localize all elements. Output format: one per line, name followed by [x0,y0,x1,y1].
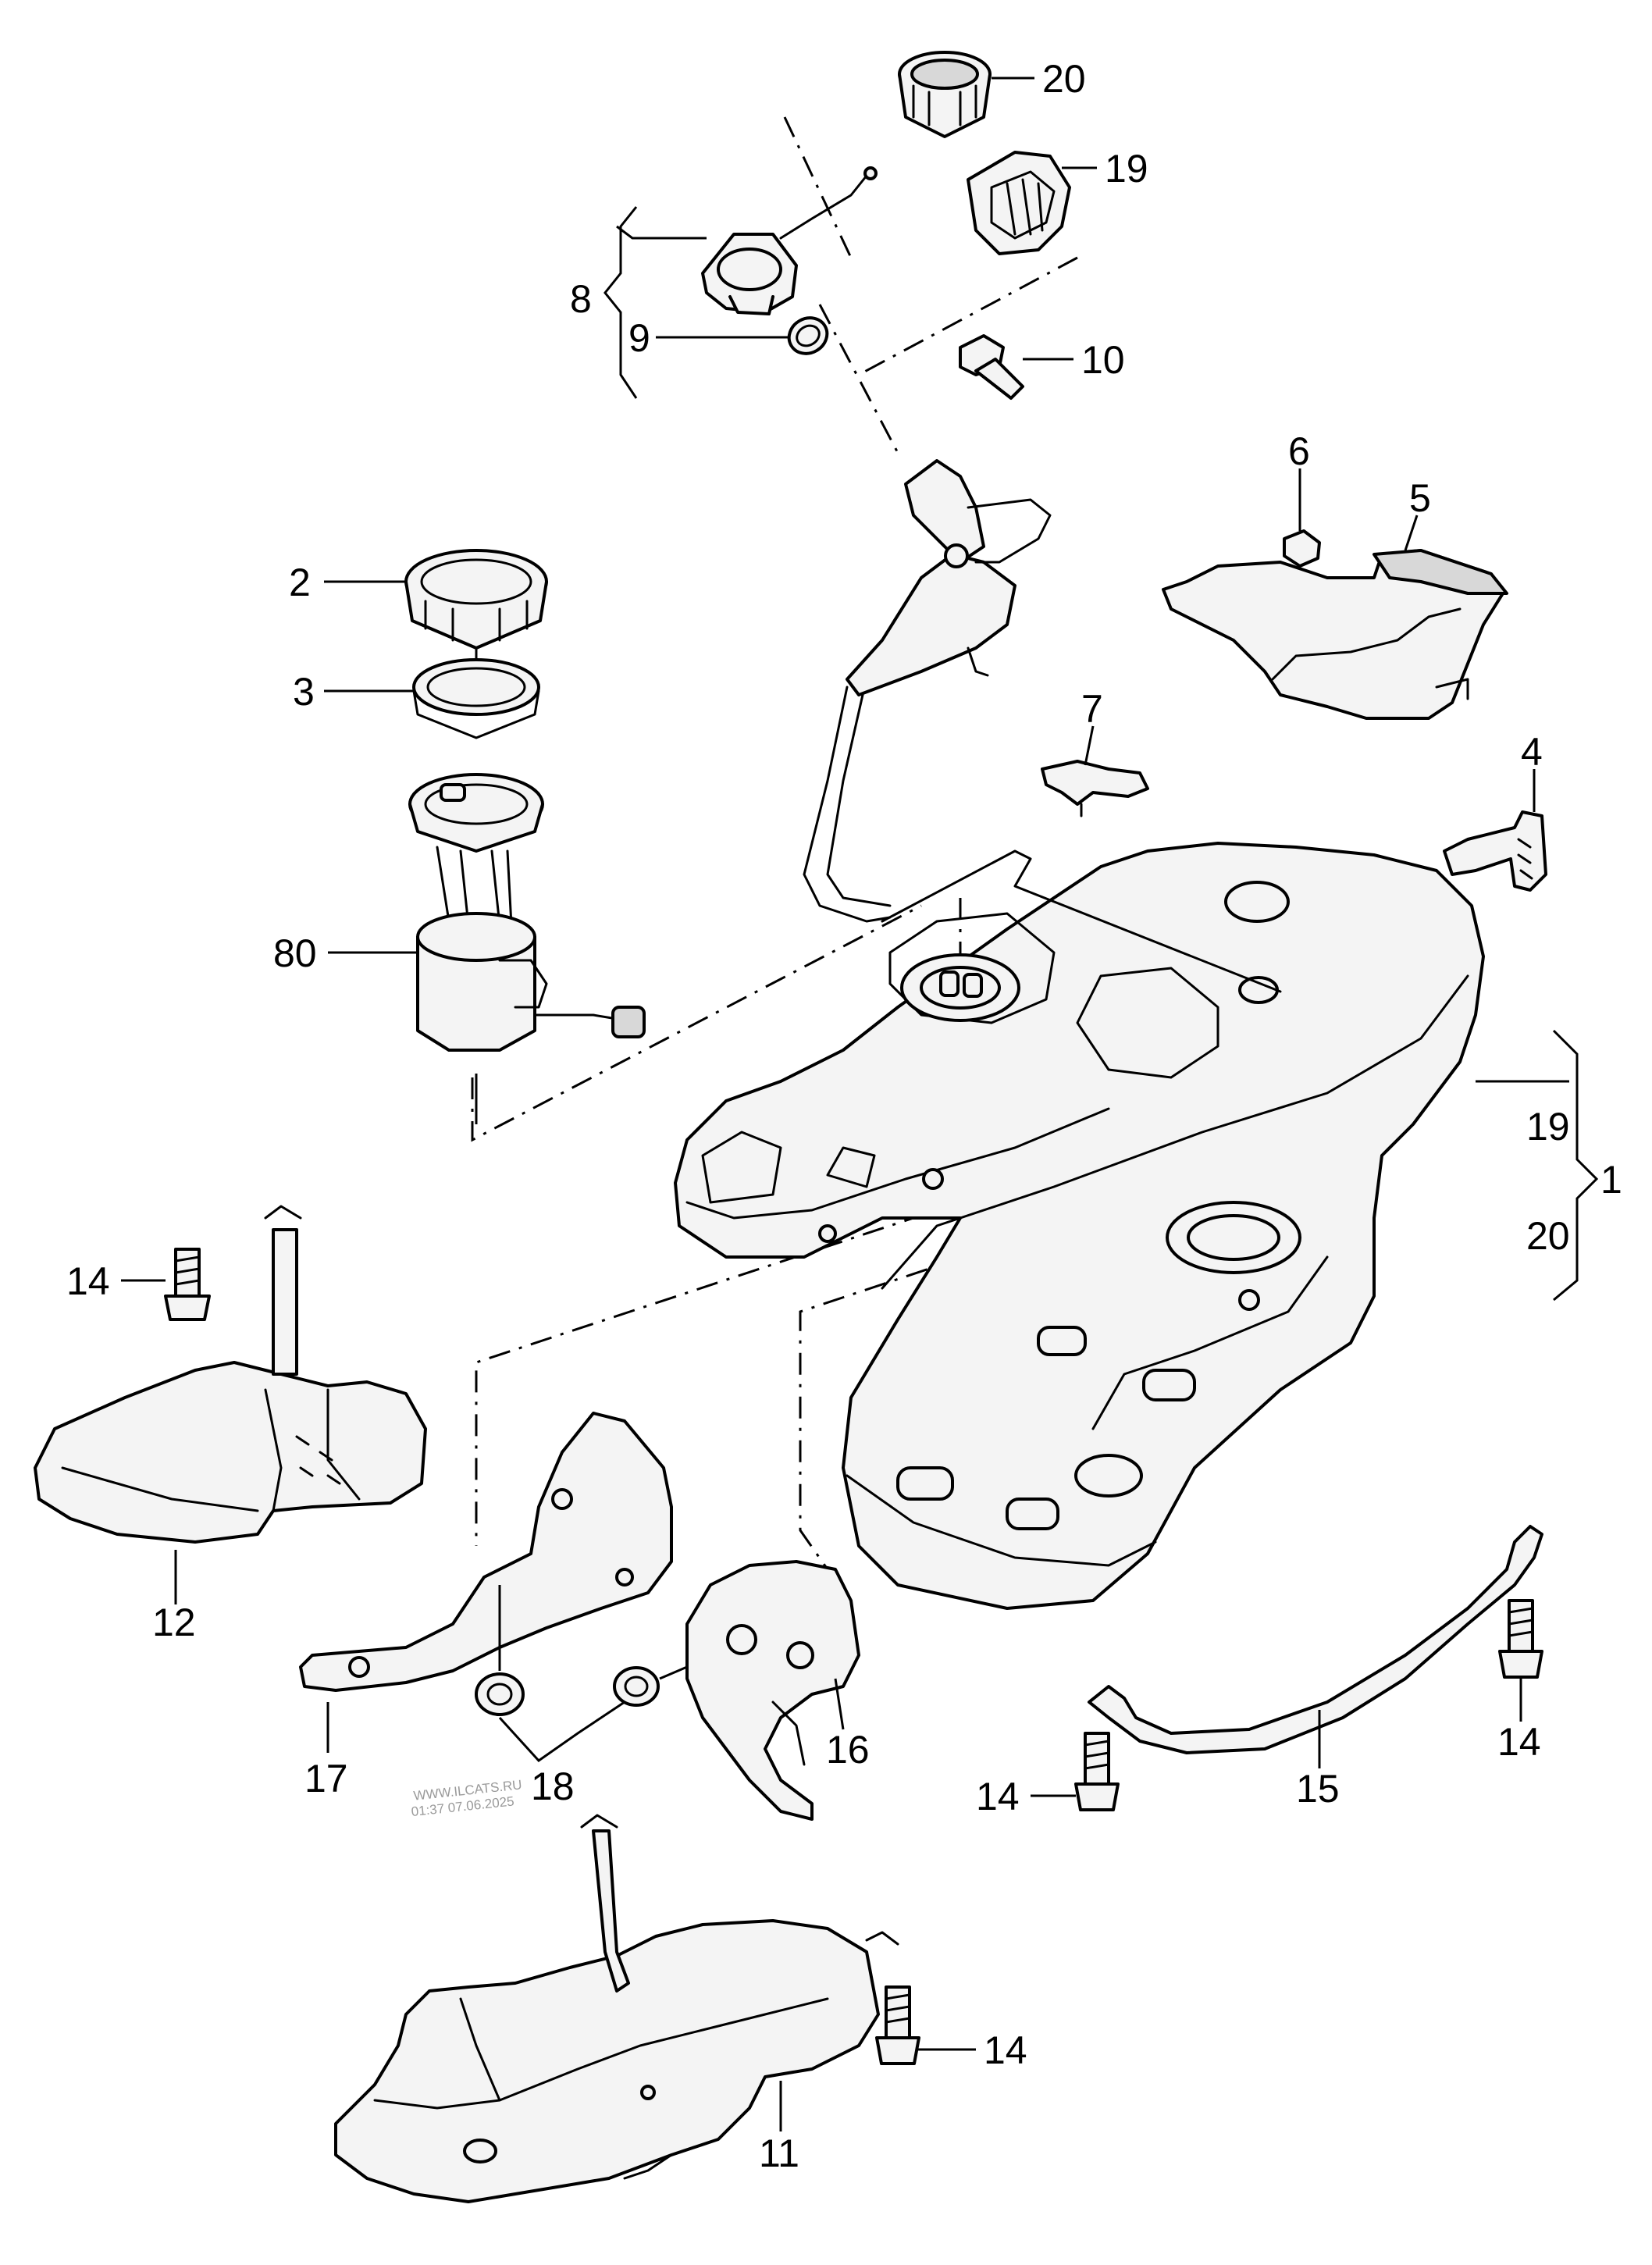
callout-16: 16 [826,1728,870,1772]
callout-19-top: 19 [1105,147,1148,191]
part-16-shield [685,1560,860,1821]
callout-14-bottom: 14 [984,2028,1027,2072]
fuel-tank [674,842,1485,1610]
watermark: WWW.ILCATS.RU 01:37 07.06.2025 [411,1777,523,1819]
leader-lines [121,77,1569,2131]
part-19-filler-cap [967,151,1071,255]
callout-11: 11 [759,2131,799,2175]
bracket-8 [603,206,638,399]
part-6-nut [1283,529,1321,568]
callout-17: 17 [304,1757,348,1800]
bracket-1 [1552,1029,1599,1302]
callout-14-right: 14 [1497,1720,1541,1764]
part-14-bolts [164,1248,1543,2065]
callout-2: 2 [289,561,311,604]
callout-10: 10 [1081,338,1125,382]
callout-4: 4 [1521,730,1543,774]
part-4-breather-pipe [1443,810,1547,892]
callout-9: 9 [628,316,650,360]
part-80-fuel-pump [408,773,646,1124]
callout-14-mid: 14 [976,1775,1020,1818]
part-12-heat-shield [34,1205,427,1544]
callout-14-left: 14 [66,1259,110,1303]
callout-80: 80 [273,931,317,975]
callout-20-top: 20 [1042,57,1086,101]
part-5-heat-shield [1162,549,1508,720]
callout-8: 8 [570,277,592,321]
part-10-bolt [959,334,1024,400]
part-15-tank-strap [1088,1525,1543,1754]
filler-neck [803,459,1052,923]
callout-15: 15 [1296,1767,1340,1811]
part-2-locking-ring [404,549,548,650]
part-9-o-ring [787,316,829,355]
callout-5: 5 [1409,476,1431,520]
part-8-vent-valve [701,166,878,315]
part-20-cap-cover [898,51,992,138]
part-7-clip [1041,760,1149,817]
part-11-underbody-shield [334,1814,899,2203]
part-18-grommets [475,1585,688,1716]
callout-6: 6 [1288,429,1310,473]
callout-labels: 20 19 8 9 10 6 5 2 3 7 4 80 19 20 1 14 1… [66,57,1622,2175]
callout-1: 1 [1600,1158,1622,1202]
callout-7: 7 [1081,687,1103,731]
part-3-seal-ring [412,658,540,739]
callout-12: 12 [152,1601,196,1644]
callout-20-side: 20 [1526,1214,1570,1258]
callout-18: 18 [531,1765,575,1808]
callout-19-side: 19 [1526,1105,1570,1149]
part-17-bracket-shield [299,1412,673,1692]
callout-3: 3 [293,670,315,714]
